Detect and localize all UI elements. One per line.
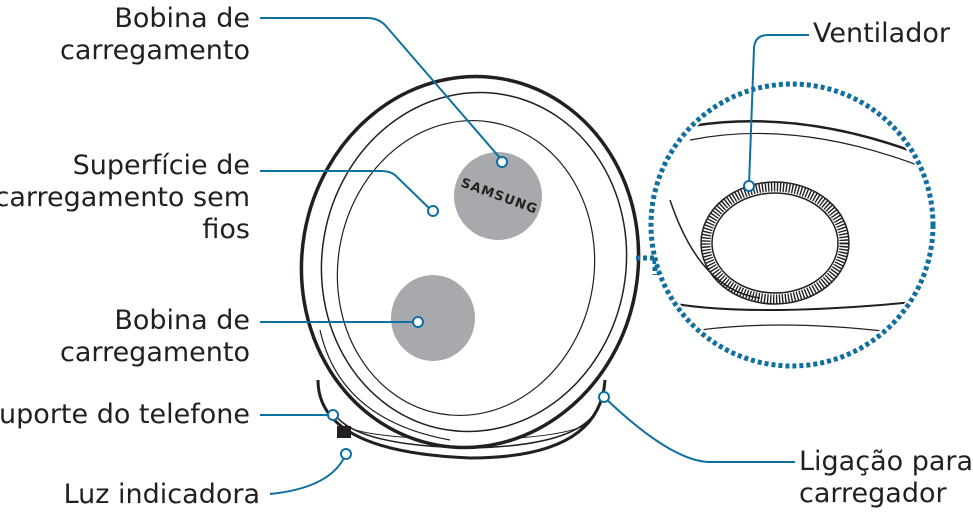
label-coil-top: Bobina de carregamento: [60, 3, 250, 67]
leader-indicator: [269, 455, 346, 495]
label-coil-bottom-line-1: Bobina de: [114, 305, 250, 336]
fan-detail: [636, 81, 936, 369]
leader-fan: [748, 34, 809, 186]
label-indicator-light: Luz indicadora: [64, 479, 260, 511]
label-charger-port-line-1: Ligação para: [799, 446, 973, 477]
leader-coil-top: [260, 17, 501, 159]
leader-charger-port: [604, 397, 795, 463]
label-coil-top-line-2: carregamento: [60, 35, 250, 66]
label-surface-line-3: fios: [202, 214, 250, 245]
leader-lines: [260, 17, 809, 495]
label-phone-support: Suporte do telefone: [0, 399, 250, 431]
label-surface-line-1: Superfície de: [72, 150, 250, 181]
coil-bottom-shape: [391, 275, 475, 361]
label-coil-top-line-1: Bobina de: [114, 3, 250, 34]
label-fan-line-1: Ventilador: [813, 18, 950, 49]
label-charger-port: Ligação para carregador: [799, 446, 973, 510]
label-fan: Ventilador: [813, 18, 950, 50]
label-coil-bottom: Bobina de carregamento: [60, 305, 250, 369]
label-indicator-light-line-1: Luz indicadora: [63, 479, 260, 510]
label-charger-port-line-2: carregador: [799, 478, 947, 509]
label-surface-line-2: carregamento sem: [0, 182, 250, 213]
leader-surface: [260, 170, 433, 212]
label-phone-support-line-1: Suporte do telefone: [0, 399, 250, 430]
label-surface: Superfície de carregamento sem fios: [0, 150, 250, 246]
label-coil-bottom-line-2: carregamento: [60, 337, 250, 368]
coil-top-shape: [454, 152, 542, 240]
charger-pad: SAMSUNG: [299, 74, 641, 450]
indicator-light-shape: [337, 426, 351, 438]
leader-dots: [327, 156, 755, 460]
